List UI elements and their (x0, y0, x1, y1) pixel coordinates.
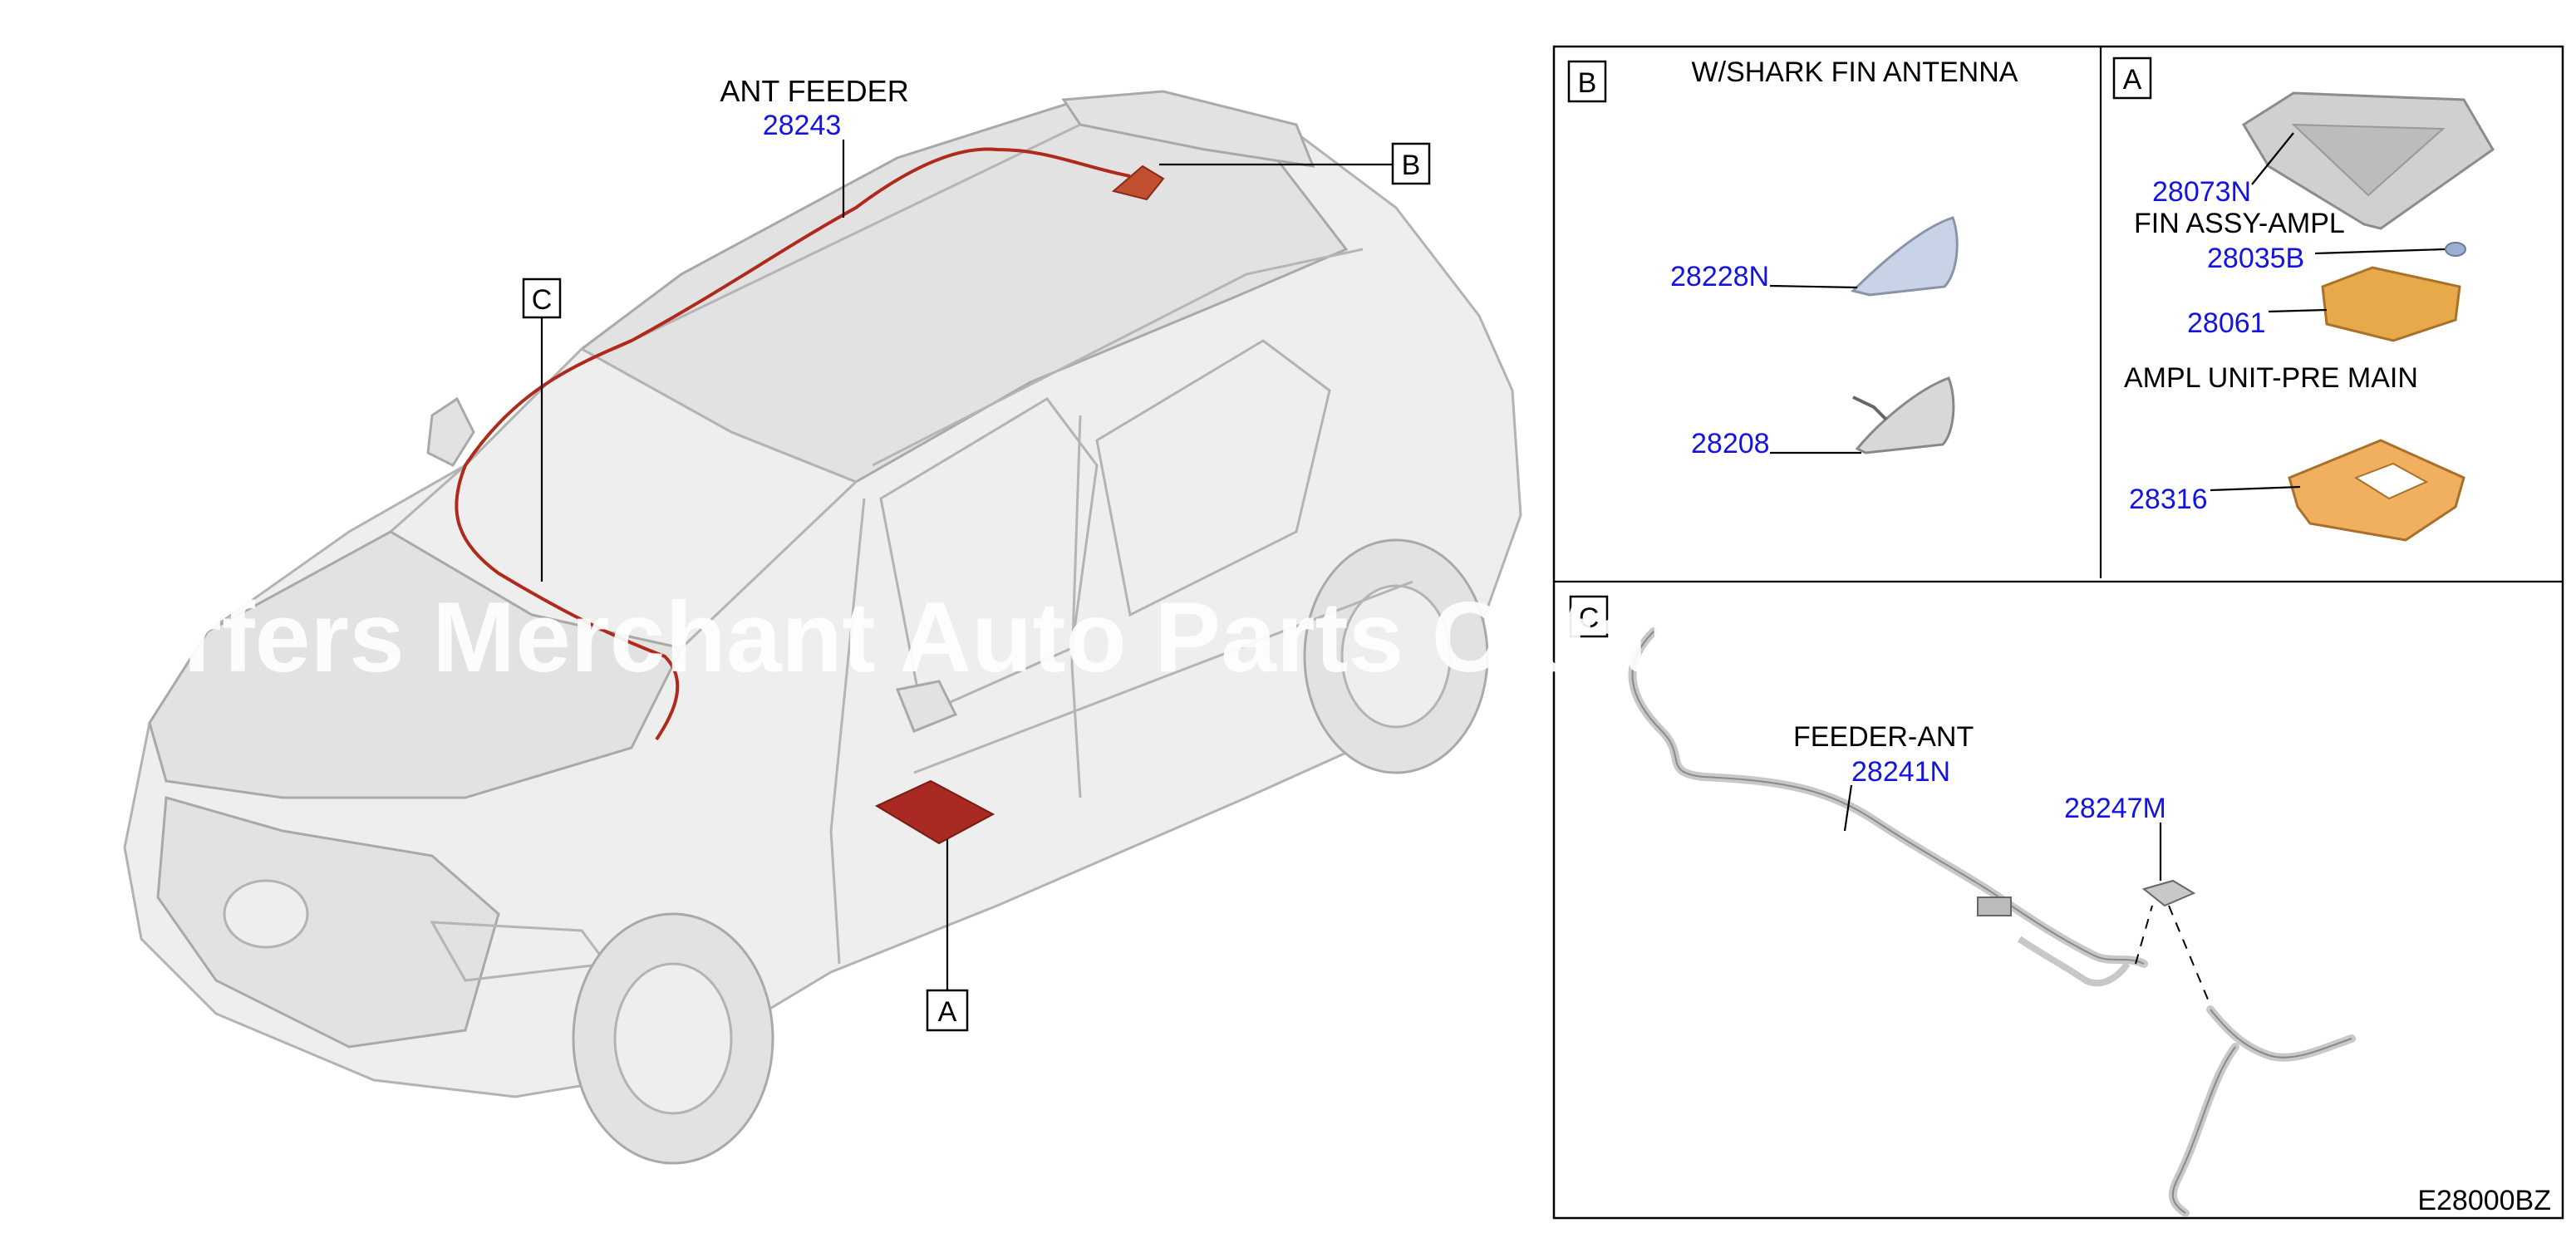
amp-cover-grille (2291, 123, 2446, 197)
ant-feeder-part-number[interactable]: 28243 (763, 110, 842, 141)
callout-b-label: B (1402, 150, 1421, 181)
shark-fin-antenna-cover[interactable] (1851, 216, 1959, 297)
panel-b-letter: B (1578, 67, 1597, 99)
fin-assy-ampl-label: FIN ASSY-AMPL (2134, 208, 2345, 239)
detail-panels (1552, 45, 2564, 1220)
amplifier-marker (874, 779, 995, 845)
lower-antenna-cable-outline (2171, 1009, 2352, 1214)
callout-a-box[interactable] (926, 989, 969, 1032)
part-28061-leader (2268, 308, 2328, 313)
dashed-connection-lower (2168, 905, 2211, 1006)
part-28035b-leader (2314, 248, 2446, 255)
feeder-ant-cable-outline (1631, 631, 2145, 965)
feeder-ant-label: FEEDER-ANT (1793, 721, 1974, 753)
part-28073n-leader (2251, 132, 2294, 185)
feeder-branch (2017, 936, 2131, 987)
part-28073n[interactable]: 28073N (2152, 176, 2251, 208)
part-28208[interactable]: 28208 (1691, 428, 1770, 459)
part-28228n[interactable]: 28228N (1670, 261, 1769, 292)
nut[interactable] (2445, 242, 2466, 257)
lower-antenna-cable[interactable] (2168, 1005, 2356, 1217)
dashed-connection-upper (2135, 905, 2153, 965)
part-28316-leader (2210, 485, 2301, 492)
antenna-cable-stub (1852, 395, 1888, 421)
panel-c: C FEEDER-ANT 28241N 28247M (1569, 595, 2356, 1217)
panel-a: A 28073N FIN ASSY-AMPL 28035B 28061 AMPL… (2112, 56, 2495, 542)
shark-fin-antenna-marker (1111, 165, 1165, 201)
panel-a-letter-box (2112, 56, 2152, 100)
watermark: rfers Merchant Auto Parts Catalog (183, 582, 1797, 693)
panel-c-letter-box (1569, 595, 1609, 638)
callout-b-box[interactable] (1391, 142, 1431, 185)
panel-a-letter: A (2123, 64, 2142, 96)
ant-feeder-harness (455, 147, 1131, 741)
amplifier-unit[interactable] (2321, 266, 2461, 342)
part-28035b[interactable]: 28035B (2207, 243, 2304, 274)
part-28241n-leader (1843, 784, 1853, 832)
bracket-cutout (2353, 462, 2429, 500)
part-28316[interactable]: 28316 (2129, 484, 2208, 515)
panel-c-letter: C (1579, 602, 1600, 634)
antenna-module[interactable] (2141, 879, 2196, 907)
part-28241n[interactable]: 28241N (1851, 756, 1950, 788)
callout-a-label: A (938, 996, 957, 1028)
panel-b-letter-box (1567, 60, 1607, 103)
ant-feeder-title: ANT FEEDER (720, 74, 908, 108)
diagram-code: E28000BZ (2417, 1185, 2551, 1216)
part-28247m[interactable]: 28247M (2064, 793, 2166, 824)
vehicle-illustration (123, 90, 1522, 1165)
shark-fin-antenna-assy[interactable] (1855, 376, 1955, 454)
feeder-connector (1977, 897, 2012, 916)
detail-frame (1552, 45, 2564, 1220)
panel-b: B W/SHARK FIN ANTENNA 28228N 28208 (1567, 56, 2018, 459)
part-28061[interactable]: 28061 (2187, 307, 2266, 339)
panel-b-title: W/SHARK FIN ANTENNA (1692, 56, 2018, 88)
part-28228n-leader (1769, 284, 1858, 289)
ampl-unit-pre-main-label: AMPL UNIT-PRE MAIN (2124, 362, 2418, 394)
callout-c-label: C (532, 284, 553, 316)
